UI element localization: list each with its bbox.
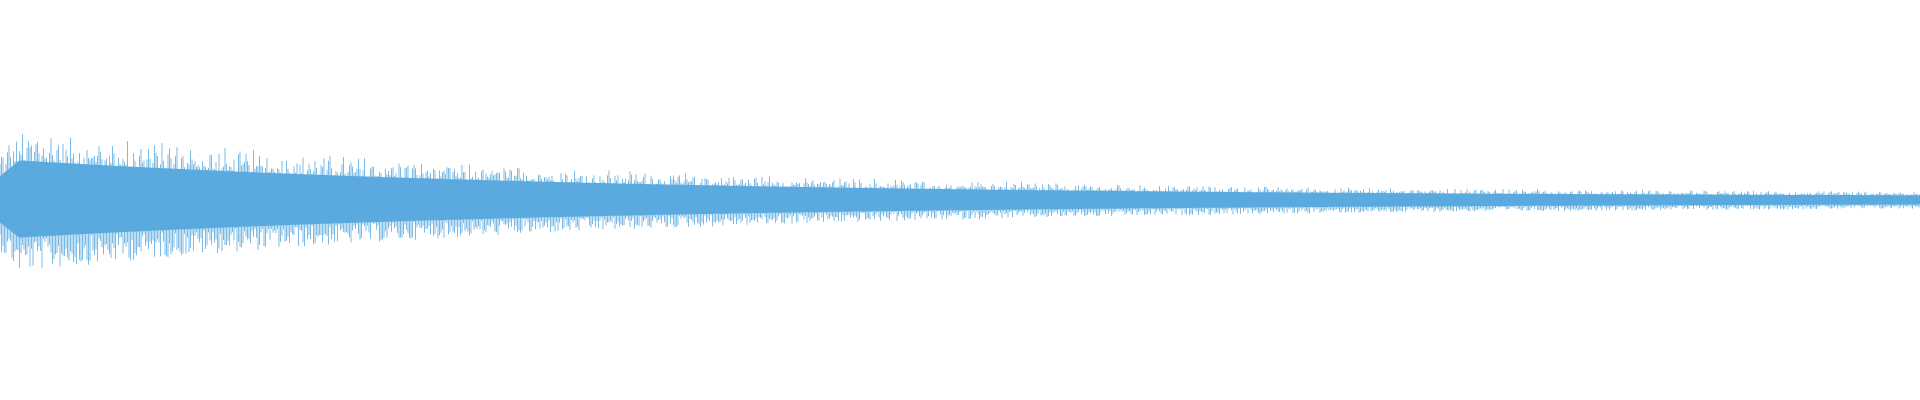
waveform-trace: [0, 134, 1920, 268]
waveform-spikes: [0, 134, 1920, 268]
